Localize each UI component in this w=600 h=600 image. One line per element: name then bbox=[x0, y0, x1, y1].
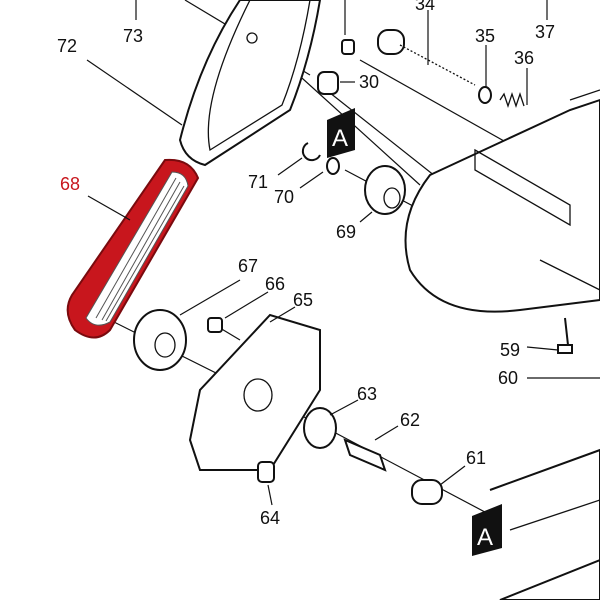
callout-37: 37 bbox=[535, 22, 555, 42]
parts bbox=[133, 29, 573, 505]
callout-36: 36 bbox=[514, 48, 534, 68]
callout-67: 67 bbox=[238, 256, 258, 276]
callout-34: 34 bbox=[415, 0, 435, 14]
callout-leaders bbox=[86, 0, 600, 506]
callout-69: 69 bbox=[336, 222, 356, 242]
drive-belt-68 bbox=[66, 158, 200, 339]
callout-63: 63 bbox=[357, 384, 377, 404]
callout-60: 60 bbox=[498, 368, 518, 388]
callout-64: 64 bbox=[260, 508, 280, 528]
callout-73: 73 bbox=[123, 26, 143, 46]
callout-65: 65 bbox=[293, 290, 313, 310]
callout-71: 71 bbox=[248, 172, 268, 192]
callout-59: 59 bbox=[500, 340, 520, 360]
callout-70: 70 bbox=[274, 187, 294, 207]
callout-35: 35 bbox=[475, 26, 495, 46]
marker-a-top: A bbox=[327, 108, 355, 158]
svg-text:A: A bbox=[477, 524, 493, 551]
housing bbox=[404, 89, 600, 600]
callout-68: 68 bbox=[60, 174, 80, 194]
marker-a-bottom: A bbox=[472, 504, 502, 556]
callout-61: 61 bbox=[466, 448, 486, 468]
callout-72: 72 bbox=[57, 36, 77, 56]
callout-62: 62 bbox=[400, 410, 420, 430]
callout-66: 66 bbox=[265, 274, 285, 294]
belt-cover bbox=[178, 0, 322, 167]
callout-30: 30 bbox=[359, 72, 379, 92]
callout-labels: 73 34 37 72 35 36 30 71 70 68 69 67 66 6… bbox=[57, 0, 555, 528]
svg-text:A: A bbox=[332, 125, 348, 152]
